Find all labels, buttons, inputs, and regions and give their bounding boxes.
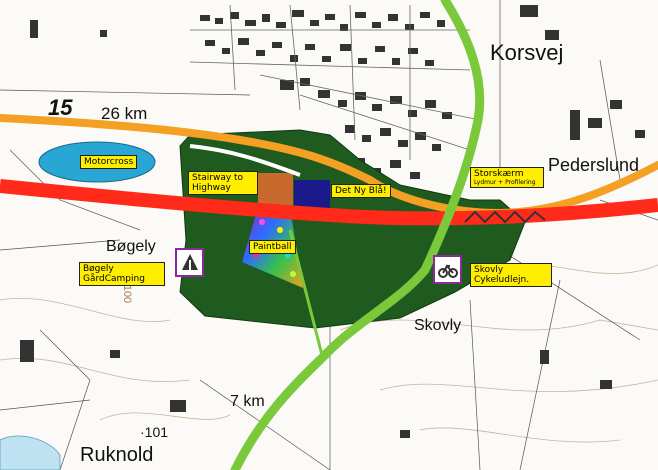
label-skovly-cykel-text: Skovly Cykeludlejn. (474, 265, 530, 285)
label-stairway-text: Stairway to Highway (192, 173, 244, 193)
contour-100: 100 (121, 284, 134, 304)
label-bogely-camping-text: Bøgely GårdCamping (83, 264, 145, 284)
distance-26km: 26 km (101, 104, 148, 123)
label-stairway: Stairway to Highway (188, 171, 258, 195)
place-korsvej: Korsvej (490, 40, 564, 65)
label-det-ny-bla: Det Ny Blå! (331, 184, 391, 198)
town-buildings (20, 5, 645, 438)
label-motorcross: Motorcross (80, 155, 138, 169)
camping-icon-frame (175, 248, 204, 277)
noise-barrier (464, 210, 546, 224)
orange-road (0, 114, 658, 218)
label-storskaerm-title: Storskærm (474, 169, 524, 179)
spot-height-101: ·101 (140, 424, 169, 440)
place-skovly: Skovly (414, 317, 462, 334)
label-skovly-cykel: Skovly Cykeludlejn. (470, 263, 552, 287)
label-storskaerm: Storskærm Lydmur + Profilering (470, 167, 544, 188)
bicycle-rental-icon (436, 258, 460, 282)
red-highway (0, 179, 658, 226)
label-paintball: Paintball (249, 240, 296, 254)
town-streets (189, 0, 621, 181)
lake (0, 435, 61, 470)
minor-road (189, 144, 301, 177)
distance-7km: 7 km (230, 393, 265, 410)
road-number: 15 (48, 95, 73, 120)
festival-area (179, 129, 526, 329)
green-route (230, 0, 485, 470)
place-pederslund: Pederslund (548, 155, 640, 175)
label-storskaerm-sub: Lydmur + Profilering (474, 179, 536, 186)
place-bogely: Bøgely (106, 238, 156, 255)
camping-tent-icon (178, 250, 202, 274)
label-bogely-camping: Bøgely GårdCamping (79, 262, 165, 286)
place-ruknold: Ruknold (80, 444, 154, 466)
